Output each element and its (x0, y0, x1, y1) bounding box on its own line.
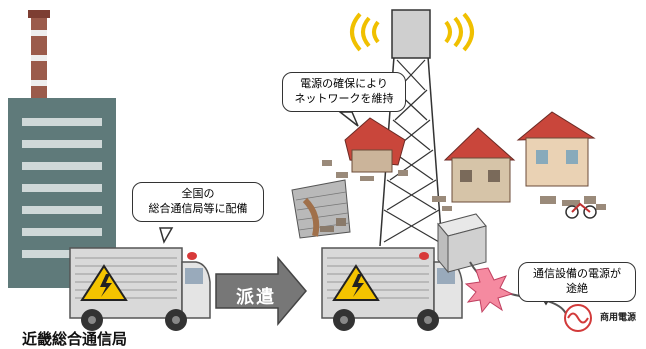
radio-signal-left (350, 12, 380, 52)
power-supply-truck-left (69, 247, 211, 331)
bubble-tail-network (337, 111, 359, 127)
damaged-house-right (516, 111, 606, 219)
communication-equipment-box (437, 213, 487, 274)
power-supply-truck-right (321, 247, 463, 331)
communication-tower (379, 9, 443, 247)
bubble-deploy: 全国の 総合通信局等に配備 (132, 182, 264, 222)
radio-signal-right (444, 12, 474, 52)
dispatch-label: 派遣 (236, 287, 276, 308)
damaged-house-middle (432, 127, 516, 211)
dispatch-arrow (215, 255, 307, 327)
bubble-tail-deploy (159, 227, 174, 244)
collapsed-brick-wall (291, 179, 351, 239)
ac-power-icon (564, 304, 592, 332)
collapsed-house (322, 117, 408, 181)
power-cut-burst-icon (464, 267, 514, 314)
bubble-network-maintain: 電源の確保により ネットワークを維持 (282, 72, 406, 112)
chimney (28, 10, 50, 102)
commercial-power-label: 商用電源 (600, 313, 637, 323)
office-label: 近畿総合通信局 (22, 330, 128, 348)
bubble-power-loss: 通信設備の電源が 途絶 (518, 262, 636, 302)
